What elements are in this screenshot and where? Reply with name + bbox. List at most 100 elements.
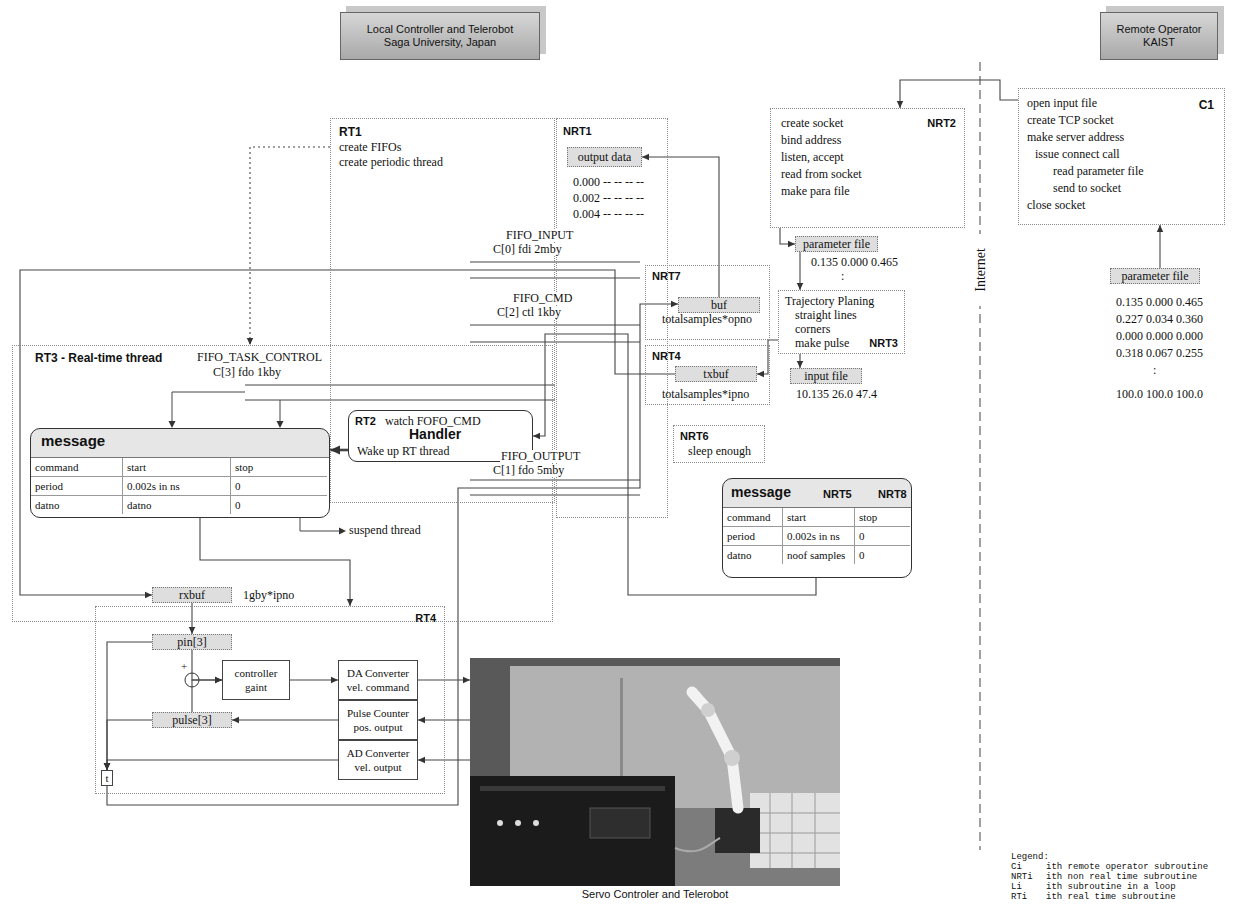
controller-lamp (497, 820, 503, 826)
table-cell: 0 (231, 477, 327, 496)
routine-step: create TCP socket (1027, 112, 1216, 129)
table-cell: command (723, 508, 783, 527)
location-banner: Remote Operator KAIST (1100, 12, 1218, 60)
node-text: parameter file (796, 237, 877, 251)
fifo-pipe (245, 385, 555, 386)
routine-id: C1 (1199, 97, 1214, 114)
data-buffer: txbuf (675, 366, 757, 382)
data-row: 0.135 0.000 0.465 (1115, 296, 1204, 309)
connector-line (232, 719, 338, 720)
routine-step: open input file (1027, 95, 1216, 112)
arrowhead (671, 301, 678, 307)
robot-photo (470, 658, 840, 886)
connector-line (418, 759, 470, 760)
data-buffer: pin[3] (152, 634, 232, 650)
arrowhead (797, 361, 803, 368)
routine-id: NRT1 (563, 124, 661, 138)
routine-step: read from socket (781, 166, 954, 183)
arrowhead (757, 371, 764, 377)
node-text: AD Converter vel. output (341, 746, 415, 774)
arrowhead (788, 241, 795, 247)
data-row: 0.000 -- -- -- -- (572, 176, 645, 189)
table-cell: 0 (855, 546, 910, 564)
robot-joint (701, 703, 715, 717)
arrowhead (897, 101, 903, 108)
connector (418, 717, 470, 723)
table-cell: start (123, 458, 231, 477)
table-cell: period (723, 527, 783, 546)
arrowhead (418, 757, 425, 763)
table-cell: period (31, 477, 123, 496)
connector-line (192, 650, 222, 680)
routine-id: RT4 (415, 611, 436, 625)
data-row: 0.318 0.067 0.255 (1115, 347, 1204, 360)
internet-divider (980, 62, 981, 850)
routine-step: close socket (1027, 197, 1216, 214)
table-cell: 0 (231, 496, 327, 514)
routine-group: RT4 pin[3] controller gaint DA Converter ve… (95, 606, 445, 794)
connector (192, 677, 222, 712)
photo-ground (470, 658, 840, 886)
legend-key: NRTi (1010, 872, 1034, 882)
node-text: output data (568, 148, 641, 166)
routine-step: make server address (1027, 129, 1216, 146)
routine-step: create periodic thread (339, 155, 546, 170)
arrowhead (104, 763, 110, 770)
table-cell: stop (231, 458, 327, 477)
connector-line (107, 720, 152, 770)
routine-step: watch FOFO_CMD (385, 414, 481, 428)
table-cell: start (783, 508, 855, 527)
data-buffer: pulse[3] (152, 712, 232, 728)
arrowhead (189, 627, 195, 634)
routine-step: create socket (781, 115, 954, 132)
routine-id: RT2 (355, 414, 376, 428)
photo-caption: Servo Controler and Telerobot (470, 888, 840, 901)
connector-line (418, 719, 470, 720)
routine-step: listen, accept (781, 149, 954, 166)
message-table: commandstartstopperiod0.002s in ns0datno… (31, 457, 329, 514)
table-cell: stop (855, 508, 910, 527)
sign-mark: + (180, 660, 188, 673)
routine-box: NRT6sleep enough (673, 425, 765, 463)
node-text: txbuf (676, 367, 756, 381)
arrowhead (330, 445, 340, 454)
column-head: NRT8 (878, 487, 907, 501)
task-control-branch (172, 392, 245, 421)
message-table-box: messageNRT5NRT8commandstartstopperiod0.0… (722, 478, 912, 578)
connector (780, 228, 795, 247)
controller-panel (590, 808, 650, 838)
robot-arm (692, 692, 738, 808)
servo-controller (470, 776, 675, 886)
fifo-name: FIFO_CMD (512, 292, 573, 305)
buffer-size: totalsamples*opno (662, 312, 752, 326)
fifo-spec: C[1] fdo 5mby (492, 464, 565, 477)
routine-step: Wake up RT thread (357, 444, 449, 458)
connector (330, 445, 348, 454)
thread-group: RT3 - Real-time threadmessagecommandstar… (12, 345, 553, 622)
controller-lamp (533, 820, 539, 826)
routine-step: send to socket (1053, 180, 1216, 197)
controller-strip (480, 786, 665, 791)
connector-line (900, 80, 1018, 108)
legend-key: RTi (1010, 892, 1028, 902)
process-box: DA Converter vel. command (338, 660, 418, 700)
arrowhead (347, 599, 353, 606)
routine-id: NRT3 (869, 336, 898, 350)
table-cell: datno (723, 546, 783, 564)
file-box: parameter file (1110, 268, 1200, 284)
process-box: AD Converter vel. output (338, 740, 418, 780)
network-label: Internet (973, 234, 989, 306)
node-text: controller gaint (225, 666, 287, 694)
arrowhead (215, 677, 222, 683)
arrowhead (104, 763, 110, 770)
task-control-branch (280, 400, 281, 421)
table-cell: 0.002s in ns (783, 527, 855, 546)
connector-line (107, 642, 152, 770)
legend-text: ith real time subroutine (1045, 892, 1177, 902)
node-text: parameter file (1111, 269, 1199, 283)
routine-step: corners (795, 322, 898, 336)
data-row: 0.000 0.000 0.000 (1115, 330, 1204, 343)
suspend-arrow (300, 518, 339, 531)
routine-box: NRT7totalsamples*opnobuf (645, 265, 770, 340)
data-row: 0.004 -- -- -- -- (572, 208, 645, 221)
